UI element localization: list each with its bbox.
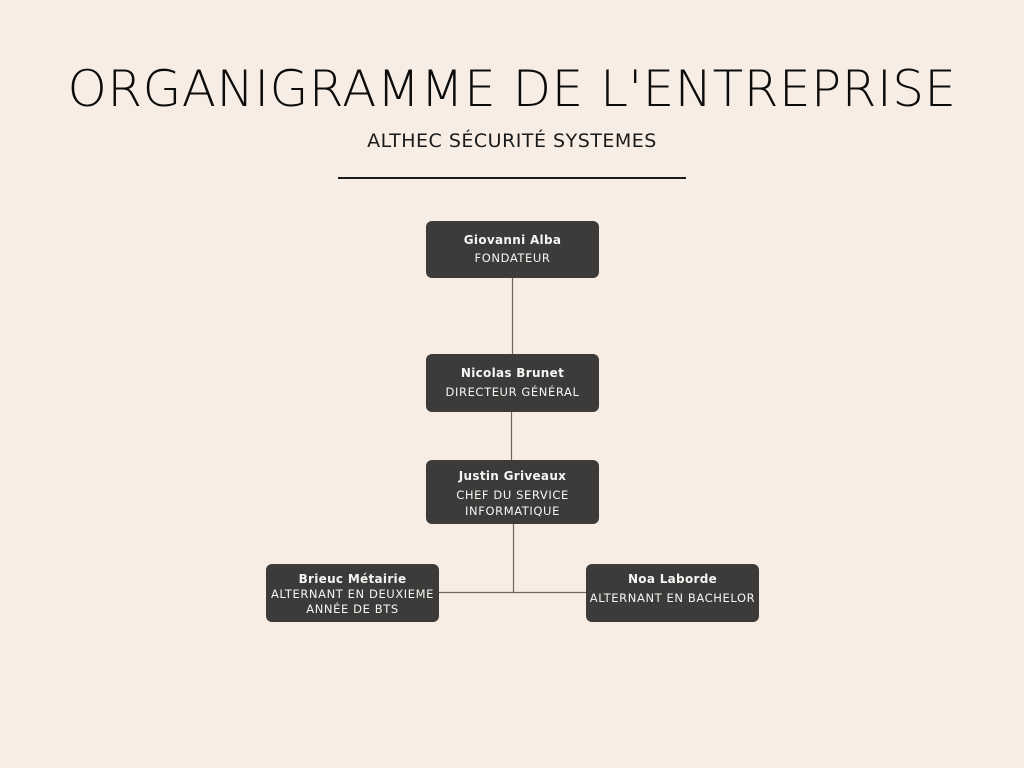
org-node-apprentice-bts: Brieuc Métairie ALTERNANT EN DEUXIEME AN… [266,564,439,622]
node-name: Giovanni Alba [463,233,562,247]
title-divider [338,177,686,179]
node-role: FONDATEUR [474,251,551,265]
node-name: Justin Griveaux [458,469,567,483]
node-role: CHEF DU SERVICE INFORMATIQUE [456,488,569,518]
node-role: ALTERNANT EN DEUXIEME ANNÉE DE BTS [270,587,435,616]
company-subtitle: ALTHEC SÉCURITÉ SYSTEMES [367,130,657,152]
node-name: Nicolas Brunet [460,366,565,380]
page-title: ORGANIGRAMME DE L'ENTREPRISE [67,60,957,118]
org-node-apprentice-bachelor: Noa Laborde ALTERNANT EN BACHELOR [586,564,759,622]
org-node-founder: Giovanni Alba FONDATEUR [426,221,599,278]
org-node-director: Nicolas Brunet DIRECTEUR GÉNÉRAL [426,354,599,412]
org-node-it-head: Justin Griveaux CHEF DU SERVICE INFORMAT… [426,460,599,524]
node-name: Brieuc Métairie [298,572,407,586]
node-role: DIRECTEUR GÉNÉRAL [445,385,580,399]
node-name: Noa Laborde [627,572,718,586]
node-role: ALTERNANT EN BACHELOR [589,591,756,605]
